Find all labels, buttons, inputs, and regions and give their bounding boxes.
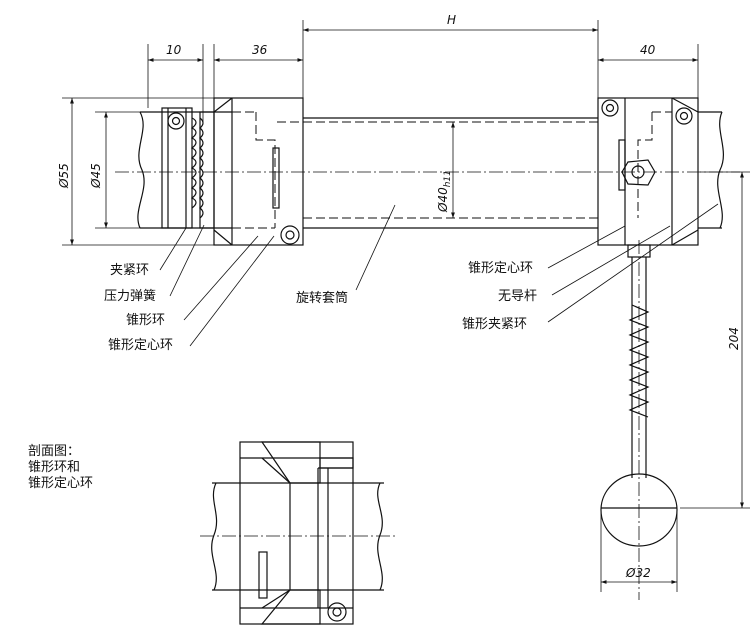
label-cone-centering-ring-right: 锥形定心环 xyxy=(468,261,533,276)
right-screw-top-icon xyxy=(601,99,619,117)
label-rotating-sleeve: 旋转套筒 xyxy=(296,290,348,306)
dim-d40h11: Ø40h11 xyxy=(436,170,453,213)
section-note-line1: 剖面图： xyxy=(28,444,80,459)
dim-40: 40 xyxy=(640,43,656,57)
main-shaft xyxy=(115,111,740,229)
section-note-line3: 锥形定心环 xyxy=(28,476,93,491)
section-view xyxy=(200,441,396,625)
right-clamp-block xyxy=(597,97,699,258)
dim-d32: Ø32 xyxy=(625,566,651,580)
dim-d45: Ø45 xyxy=(89,163,103,189)
label-cone-ring: 锥形环 xyxy=(126,313,165,328)
dim-d55: Ø55 xyxy=(57,163,71,189)
rotating-sleeve: Ø40h11 xyxy=(277,117,598,229)
hex-nut-icon xyxy=(621,159,656,186)
lever-rod: 204 Ø32 xyxy=(600,171,750,600)
dim-10: 10 xyxy=(166,43,182,57)
label-guideless-rod: 无导杆 xyxy=(498,289,537,304)
label-clamp-ring: 夹紧环 xyxy=(110,263,149,278)
clamp-screw-icon xyxy=(167,112,185,130)
leaders-left xyxy=(159,203,719,347)
label-cone-centering-ring-left: 锥形定心环 xyxy=(108,338,173,353)
dim-204: 204 xyxy=(727,327,741,350)
label-pressure-spring: 压力弹簧 xyxy=(104,288,156,304)
section-note-line2: 锥形环和 xyxy=(28,460,80,475)
right-screw-corner-icon xyxy=(675,107,693,125)
clamp-ring-left xyxy=(161,107,215,229)
left-dimensions: Ø55 Ø45 xyxy=(57,97,232,246)
top-dimensions: 10 36 H 40 xyxy=(147,13,699,122)
dim-36: 36 xyxy=(252,43,268,57)
cone-ring-left xyxy=(213,97,304,246)
section-screw-icon xyxy=(327,602,347,622)
label-cone-clamp-ring: 锥形夹紧环 xyxy=(462,317,527,332)
dim-h: H xyxy=(447,13,456,27)
centering-screw-icon xyxy=(280,225,300,245)
labels: 夹紧环 压力弹簧 锥形环 锥形定心环 旋转套筒 锥形定心环 无导杆 锥形夹紧环 … xyxy=(28,261,537,491)
